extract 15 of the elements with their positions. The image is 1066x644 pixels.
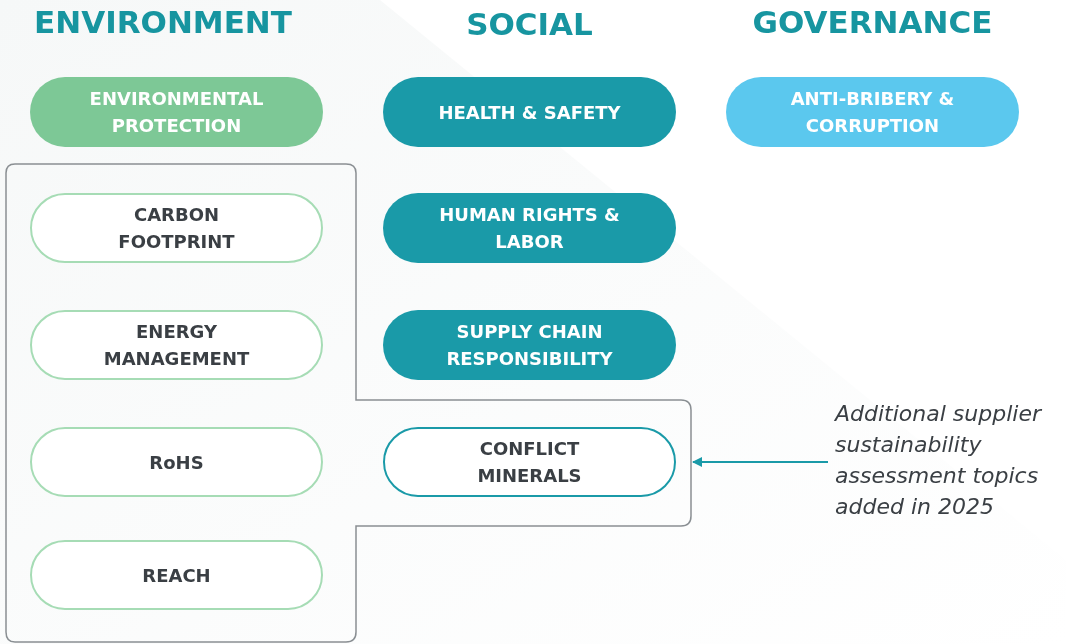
annotation-text: Additional supplier sustainability assessment topics added in 2025 bbox=[835, 400, 1043, 521]
column-heading: ENVIRONMENT bbox=[33, 4, 293, 40]
topic-pill: RoHS bbox=[30, 427, 323, 497]
topic-pill: CARBON FOOTPRINT bbox=[30, 193, 323, 263]
topic-pill: REACH bbox=[30, 540, 323, 610]
topic-pill: SUPPLY CHAIN RESPONSIBILITY bbox=[383, 310, 676, 380]
topic-pill: HEALTH & SAFETY bbox=[383, 77, 676, 147]
topic-pill: CONFLICT MINERALS bbox=[383, 427, 676, 497]
topic-pill: ANTI-BRIBERY & CORRUPTION bbox=[726, 77, 1019, 147]
column-heading: GOVERNANCE bbox=[751, 4, 994, 40]
column-heading: SOCIAL bbox=[465, 6, 594, 42]
arrow bbox=[692, 457, 829, 467]
topic-pill: HUMAN RIGHTS & LABOR bbox=[383, 193, 676, 263]
topic-pill: ENVIRONMENTAL PROTECTION bbox=[30, 77, 323, 147]
topic-pill: ENERGY MANAGEMENT bbox=[30, 310, 323, 380]
